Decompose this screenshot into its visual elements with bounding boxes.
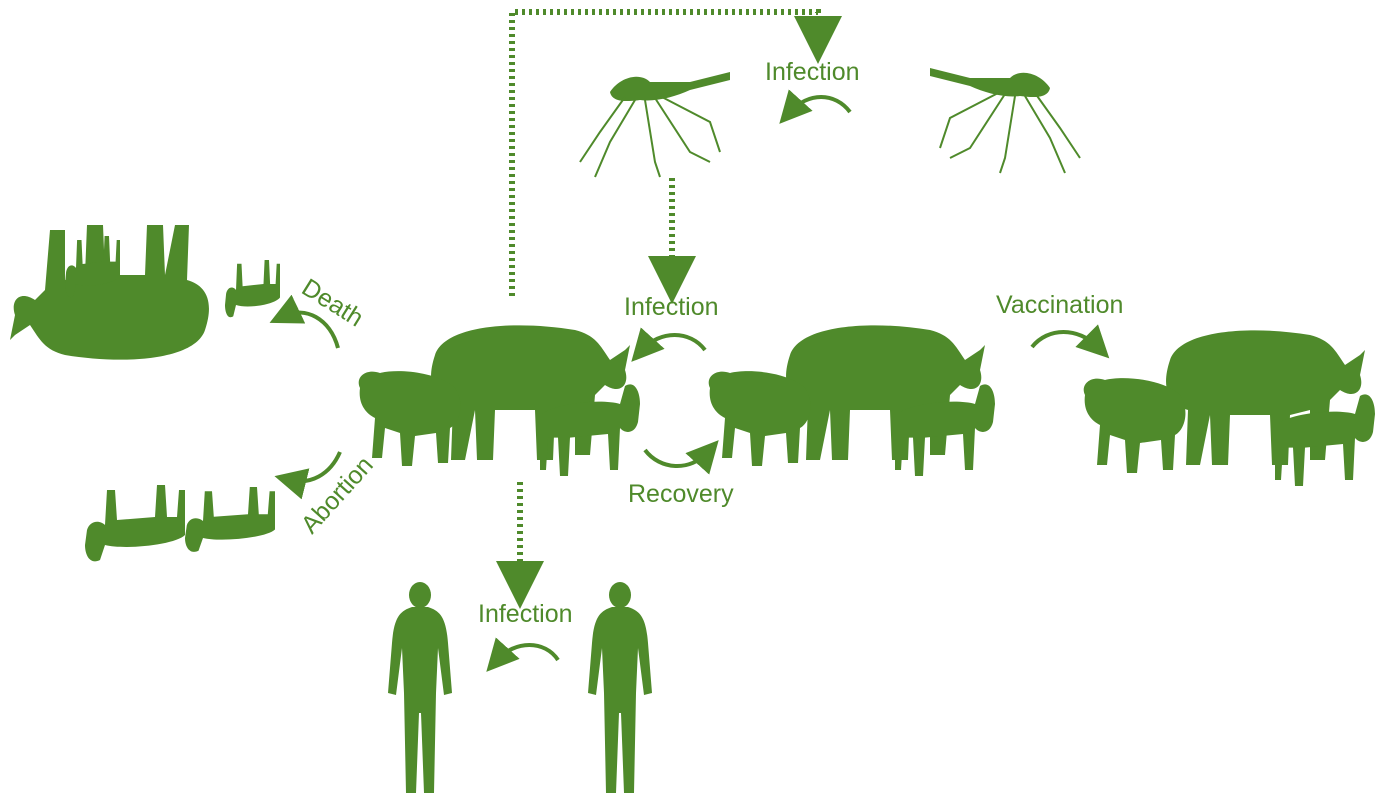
cow-icon: [786, 325, 985, 460]
label-infection-mosquito: Infection: [765, 58, 860, 86]
sheep-icon: [709, 371, 811, 466]
label-infection-livestock: Infection: [624, 293, 719, 321]
cow-icon: [1166, 330, 1365, 465]
human-icon: [588, 582, 652, 793]
label-death: Death: [297, 273, 368, 332]
mosquito-icon: [930, 68, 1080, 173]
label-recovery: Recovery: [628, 480, 734, 508]
arrow-recovery: [645, 450, 708, 466]
arrow-death: [284, 313, 338, 348]
dead-livestock-icon: [225, 260, 280, 317]
arrow-vaccination: [1032, 332, 1098, 347]
arrow-abortion: [290, 452, 340, 481]
label-infection-human: Infection: [478, 600, 573, 628]
sheep-icon: [1084, 378, 1186, 473]
aborted-fetus-icon: [85, 485, 185, 561]
cow-icon: [431, 325, 630, 460]
arrow-livestock-infection: [642, 335, 705, 350]
aborted-fetus-icon: [185, 487, 275, 552]
arrow-mosquito-infection: [790, 97, 850, 112]
dotted-link-livestock-to-mosquito: [512, 12, 818, 296]
label-abortion: Abortion: [296, 451, 379, 539]
dead-livestock-icon: [10, 225, 209, 360]
human-icon: [388, 582, 452, 793]
arrow-human-infection: [497, 645, 558, 660]
mosquito-icon: [580, 72, 730, 177]
label-vaccination: Vaccination: [996, 291, 1123, 319]
sheep-icon: [359, 371, 461, 466]
